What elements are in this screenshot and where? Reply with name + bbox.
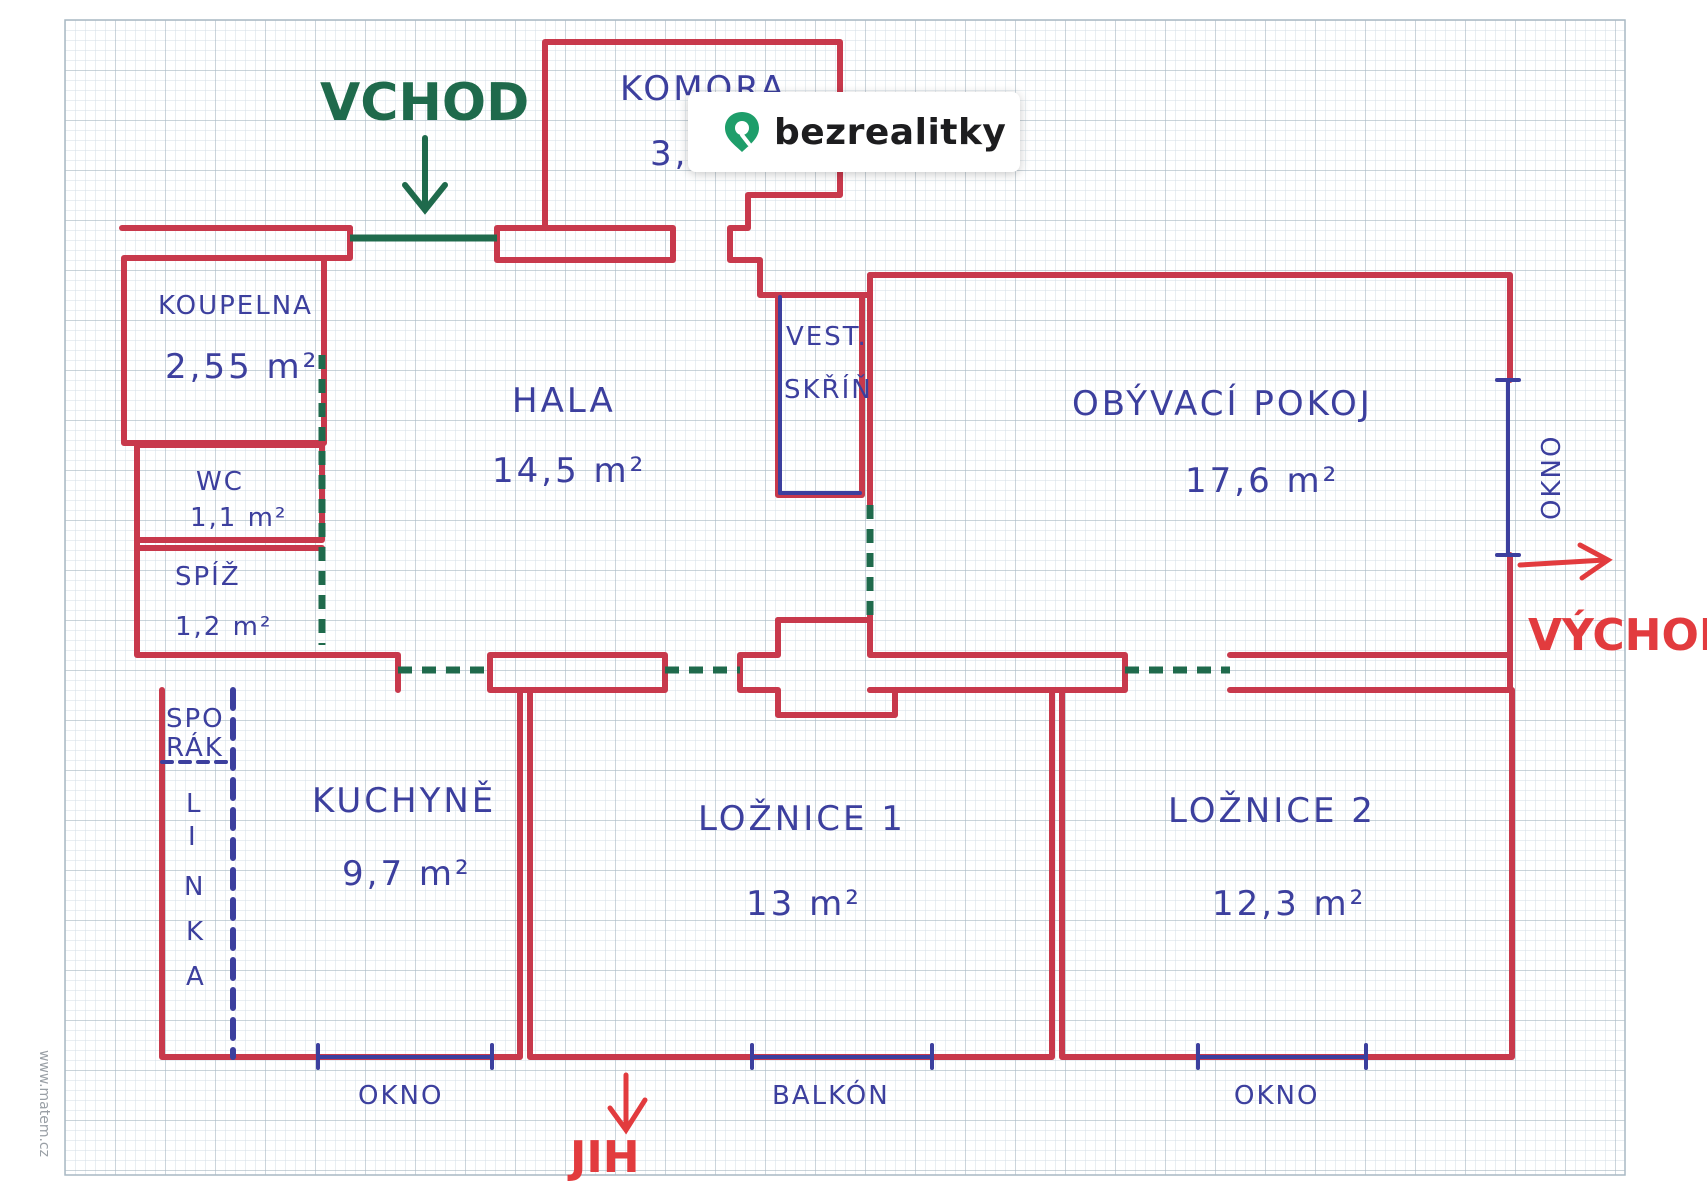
spiz-area: 1,2 m² — [175, 612, 272, 642]
bezrealitky-logo[interactable]: bezrealitky — [688, 92, 1020, 172]
kuchyne-name: KUCHYNĚ — [312, 780, 496, 821]
doors — [318, 234, 1230, 674]
graph-paper — [64, 19, 1626, 1176]
counter-letter: I — [188, 822, 198, 852]
hala-name: HALA — [512, 381, 616, 421]
counter-letter: N — [184, 872, 205, 902]
wardrobe-label-1: VEST. — [786, 322, 868, 352]
stove-label-2: RÁK — [166, 731, 224, 763]
windows — [160, 295, 1521, 1070]
south-label: JIH — [567, 1132, 640, 1183]
loznice1-area: 13 m² — [746, 884, 862, 924]
obyvaci-pokoj-area: 17,6 m² — [1185, 461, 1339, 501]
balcony-label: BALKÓN — [772, 1079, 890, 1111]
counter-letter: K — [186, 917, 205, 947]
loznice2-area: 12,3 m² — [1212, 884, 1366, 924]
window-bedroom2-label: OKNO — [1234, 1081, 1319, 1111]
entry-label: VCHOD — [320, 73, 529, 133]
south-arrow — [607, 1072, 648, 1135]
counter-letter: L — [186, 789, 203, 819]
counter-letter: A — [186, 962, 206, 992]
spiz-name: SPÍŽ — [175, 560, 241, 592]
location-pin-icon — [725, 112, 759, 152]
loznice2-name: LOŽNICE 2 — [1168, 790, 1376, 831]
east-arrow — [1517, 542, 1613, 581]
brand-name: bezrealitky — [774, 111, 1007, 153]
watermark: www.matem.cz — [36, 1050, 52, 1157]
wc-area: 1,1 m² — [190, 503, 287, 533]
east-label: VÝCHOD — [1528, 608, 1707, 661]
wc-name: WC — [196, 467, 244, 497]
kuchyne-area: 9,7 m² — [342, 854, 472, 894]
window-living-label: OKNO — [1537, 435, 1567, 520]
loznice1-name: LOŽNICE 1 — [698, 798, 906, 839]
hala-area: 14,5 m² — [492, 451, 646, 491]
wardrobe-label-2: SKŘÍŇ — [784, 373, 873, 405]
koupelna-area: 2,55 m² — [165, 347, 319, 387]
obyvaci-pokoj-name: OBÝVACÍ POKOJ — [1072, 383, 1373, 424]
stove-label-1: SPO — [166, 704, 225, 734]
window-kitchen-label: OKNO — [358, 1081, 443, 1111]
koupelna-name: KOUPELNA — [158, 291, 313, 321]
entry-arrow — [402, 135, 448, 215]
